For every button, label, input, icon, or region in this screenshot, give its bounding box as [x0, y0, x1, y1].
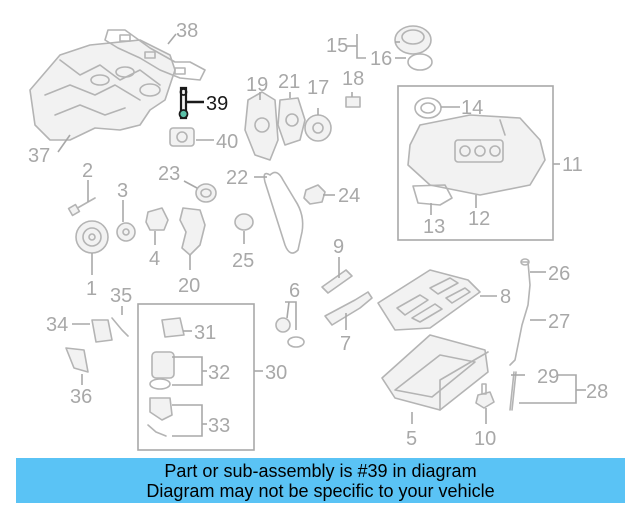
timing-belt-part	[263, 171, 304, 254]
callout-23: 23	[158, 163, 180, 185]
callout-40: 40	[216, 131, 238, 153]
callout-10: 10	[474, 428, 496, 450]
callout-2: 2	[82, 160, 93, 182]
callout-20: 20	[178, 275, 200, 297]
bolt-part	[67, 197, 96, 217]
callout-39: 39	[206, 93, 228, 115]
oil-filter-parts	[147, 317, 185, 437]
bushing-part	[234, 213, 254, 231]
callout-31: 31	[194, 322, 216, 344]
callout-11: 11	[562, 154, 583, 176]
callout-37: 37	[28, 145, 50, 167]
callout-14: 14	[461, 97, 483, 119]
callout-35: 35	[110, 285, 132, 307]
banner-line-2: Diagram may not be specific to your vehi…	[146, 481, 495, 501]
oil-filter-housing-part	[275, 317, 305, 348]
callout-22: 22	[226, 167, 248, 189]
callout-17: 17	[307, 77, 329, 99]
highlighted-part-39	[178, 86, 189, 120]
intake-gasket-part	[104, 29, 206, 81]
leader-lines	[57, 33, 586, 437]
callout-9: 9	[333, 236, 344, 258]
timing-components	[244, 91, 361, 161]
idler-part	[303, 184, 326, 205]
callout-34: 34	[46, 314, 68, 336]
callout-13: 13	[423, 216, 445, 238]
callout-33: 33	[208, 415, 230, 437]
callout-21: 21	[278, 71, 300, 93]
callout-25: 25	[232, 250, 254, 272]
callout-38: 38	[176, 20, 198, 42]
dipstick-part	[509, 258, 531, 366]
callout-32: 32	[208, 362, 230, 384]
oil-pipe-part	[321, 269, 373, 326]
oil-pan-gasket-part	[377, 269, 481, 331]
oil-filter-assembly-box	[137, 303, 255, 451]
callout-1: 1	[86, 278, 97, 300]
callout-8: 8	[500, 286, 511, 308]
callout-7: 7	[340, 333, 351, 355]
callout-16: 16	[370, 48, 392, 70]
tensioner-part	[195, 183, 217, 203]
oil-cap-part	[394, 25, 433, 71]
callout-15: 15	[326, 35, 348, 57]
sensor-part-28	[509, 371, 517, 411]
oil-pan-part	[381, 334, 489, 411]
intake-manifold-part	[29, 39, 176, 141]
callout-24: 24	[338, 185, 360, 207]
exploded-parts-diagram: 38 39 40 37 15 16 14 11 12 13 19 21 17 1…	[28, 20, 608, 451]
callout-30: 30	[265, 362, 287, 384]
callout-4: 4	[149, 248, 160, 270]
callout-12: 12	[468, 208, 490, 230]
callout-5: 5	[406, 428, 417, 450]
callout-26: 26	[548, 263, 570, 285]
callout-36: 36	[70, 386, 92, 408]
sprocket-part	[116, 222, 136, 242]
callout-6: 6	[289, 280, 300, 302]
drain-plug-part	[475, 383, 495, 409]
callout-18: 18	[342, 68, 364, 90]
banner-line-1: Part or sub-assembly is #39 in diagram	[164, 461, 477, 481]
callout-19: 19	[246, 74, 268, 96]
callout-28: 28	[586, 381, 608, 403]
cover-assembly-box	[397, 85, 554, 241]
callout-3: 3	[117, 180, 128, 202]
mount-part	[65, 317, 129, 373]
sensor-part-40	[169, 127, 195, 147]
callout-27: 27	[548, 311, 570, 333]
info-banner: Part or sub-assembly is #39 in diagram D…	[16, 458, 625, 503]
bracket-part	[179, 207, 206, 256]
crank-pulley-part	[75, 220, 109, 254]
callout-29: 29	[537, 366, 559, 388]
callout-numbers: 38 39 40 37 15 16 14 11 12 13 19 21 17 1…	[28, 20, 608, 450]
valve-cover-part	[407, 97, 546, 206]
pump-part	[145, 207, 169, 231]
